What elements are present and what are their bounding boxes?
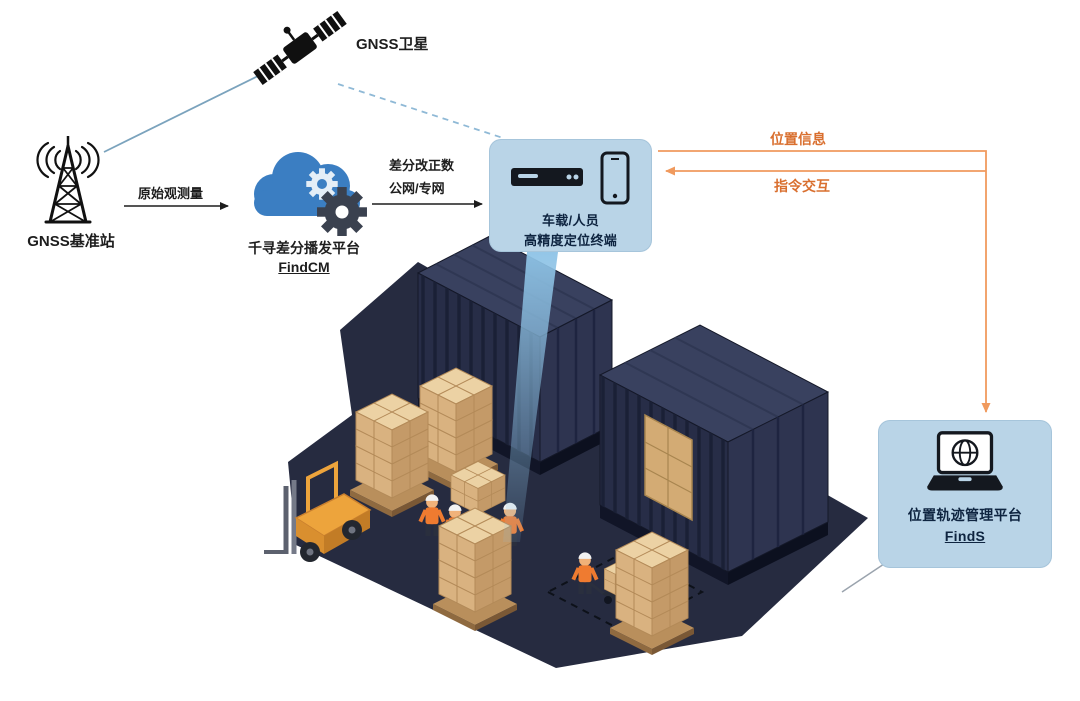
satellite-icon [250,4,350,92]
smartphone-icon [597,150,633,211]
terminal-label-line1: 车载/人员 [541,213,600,228]
shipping-container-1 [416,235,614,475]
pallet-stack-4 [610,531,694,655]
laptop-globe-icon [920,430,1010,505]
base-station-label: GNSS基准站 [27,233,115,250]
receiver-icon [509,160,589,201]
finds-panel: 位置轨迹管理平台 FindS [878,420,1052,568]
edge-raw-observation-label: 原始观测量 [138,186,204,201]
edge-position-info-label: 位置信息 [770,131,826,147]
pallet-stack-1 [350,393,434,517]
edge-satellite-terminal [337,83,504,139]
forklift [264,460,372,562]
edge-basestation-satellite [103,73,263,153]
terminal-label-line2: 高精度定位终端 [523,232,618,248]
edge-position-info-arrow [658,150,991,413]
satellite-label: GNSS卫星 [356,36,429,53]
finds-label-name: 位置轨迹管理平台 [907,507,1023,523]
floor-dashed-zone [545,550,705,634]
base-station-icon [18,130,118,230]
terminal-panel: 车载/人员 高精度定位终端 [489,139,652,252]
edge-command-interaction-label: 指令交互 [774,178,830,194]
edge-finds-yard-connector [841,563,885,593]
warehouse-yard [264,235,868,668]
cloud-gear-icon [236,136,370,237]
shipping-container-2 [598,324,830,585]
findcm-label-name: 千寻差分播发平台 [248,240,360,256]
positioning-beam [503,252,558,542]
edge-diff-correction-label: 差分改正数 [389,158,455,173]
edge-network-label: 公网/专网 [389,181,445,196]
finds-label-product: FindS [944,528,986,544]
findcm-label-product: FindCM [278,259,330,275]
container-open-door-cargo [644,413,693,522]
